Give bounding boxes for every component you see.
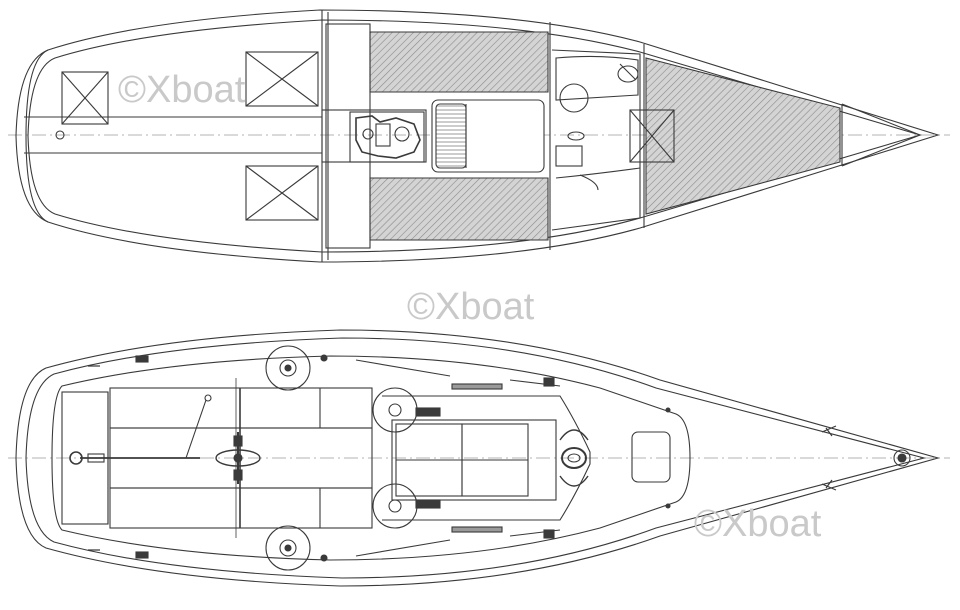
foredeck-hatch: [631, 431, 671, 483]
deck-plan-view: [8, 329, 950, 587]
deck-toerail: [25, 337, 927, 579]
engine-compartment: [321, 109, 427, 163]
cockpit-seats: [109, 378, 373, 538]
cockpit-hatch-port: [245, 51, 319, 107]
tiller: [69, 394, 212, 465]
watermark: ©Xboat: [694, 503, 822, 545]
forward-hatch: [629, 109, 675, 163]
interior-layout-view: [8, 9, 950, 263]
toilet-icon: [559, 83, 589, 113]
saloon-berth-port: [369, 31, 549, 93]
winch-port-cabin: [372, 387, 418, 433]
genoa-tracks: [451, 377, 561, 539]
top-hull-outline: [15, 9, 940, 263]
top-hull-inner: [27, 19, 922, 253]
coachroof: [382, 395, 591, 521]
saloon-table: [431, 99, 545, 173]
deck-hull-outline: [15, 329, 941, 587]
deck-inner-edge: [51, 355, 691, 561]
top-transom: [25, 49, 49, 223]
mainsheet-traveller: [215, 432, 261, 484]
aft-hatch-port: [61, 71, 109, 125]
saloon-berth-starboard: [369, 177, 549, 241]
heads-compartment: [551, 49, 641, 231]
winch-starboard-cabin: [372, 483, 418, 529]
mast: [559, 429, 589, 487]
watermark: ©Xboat: [118, 69, 246, 111]
winch-port-aft: [265, 345, 311, 391]
winch-starboard-aft: [265, 525, 311, 571]
v-berth: [645, 57, 841, 215]
watermark: ©Xboat: [407, 286, 535, 328]
cockpit-hatch-starboard: [245, 165, 319, 221]
sink-icon: [617, 65, 639, 83]
deck-fittings: [135, 354, 907, 562]
